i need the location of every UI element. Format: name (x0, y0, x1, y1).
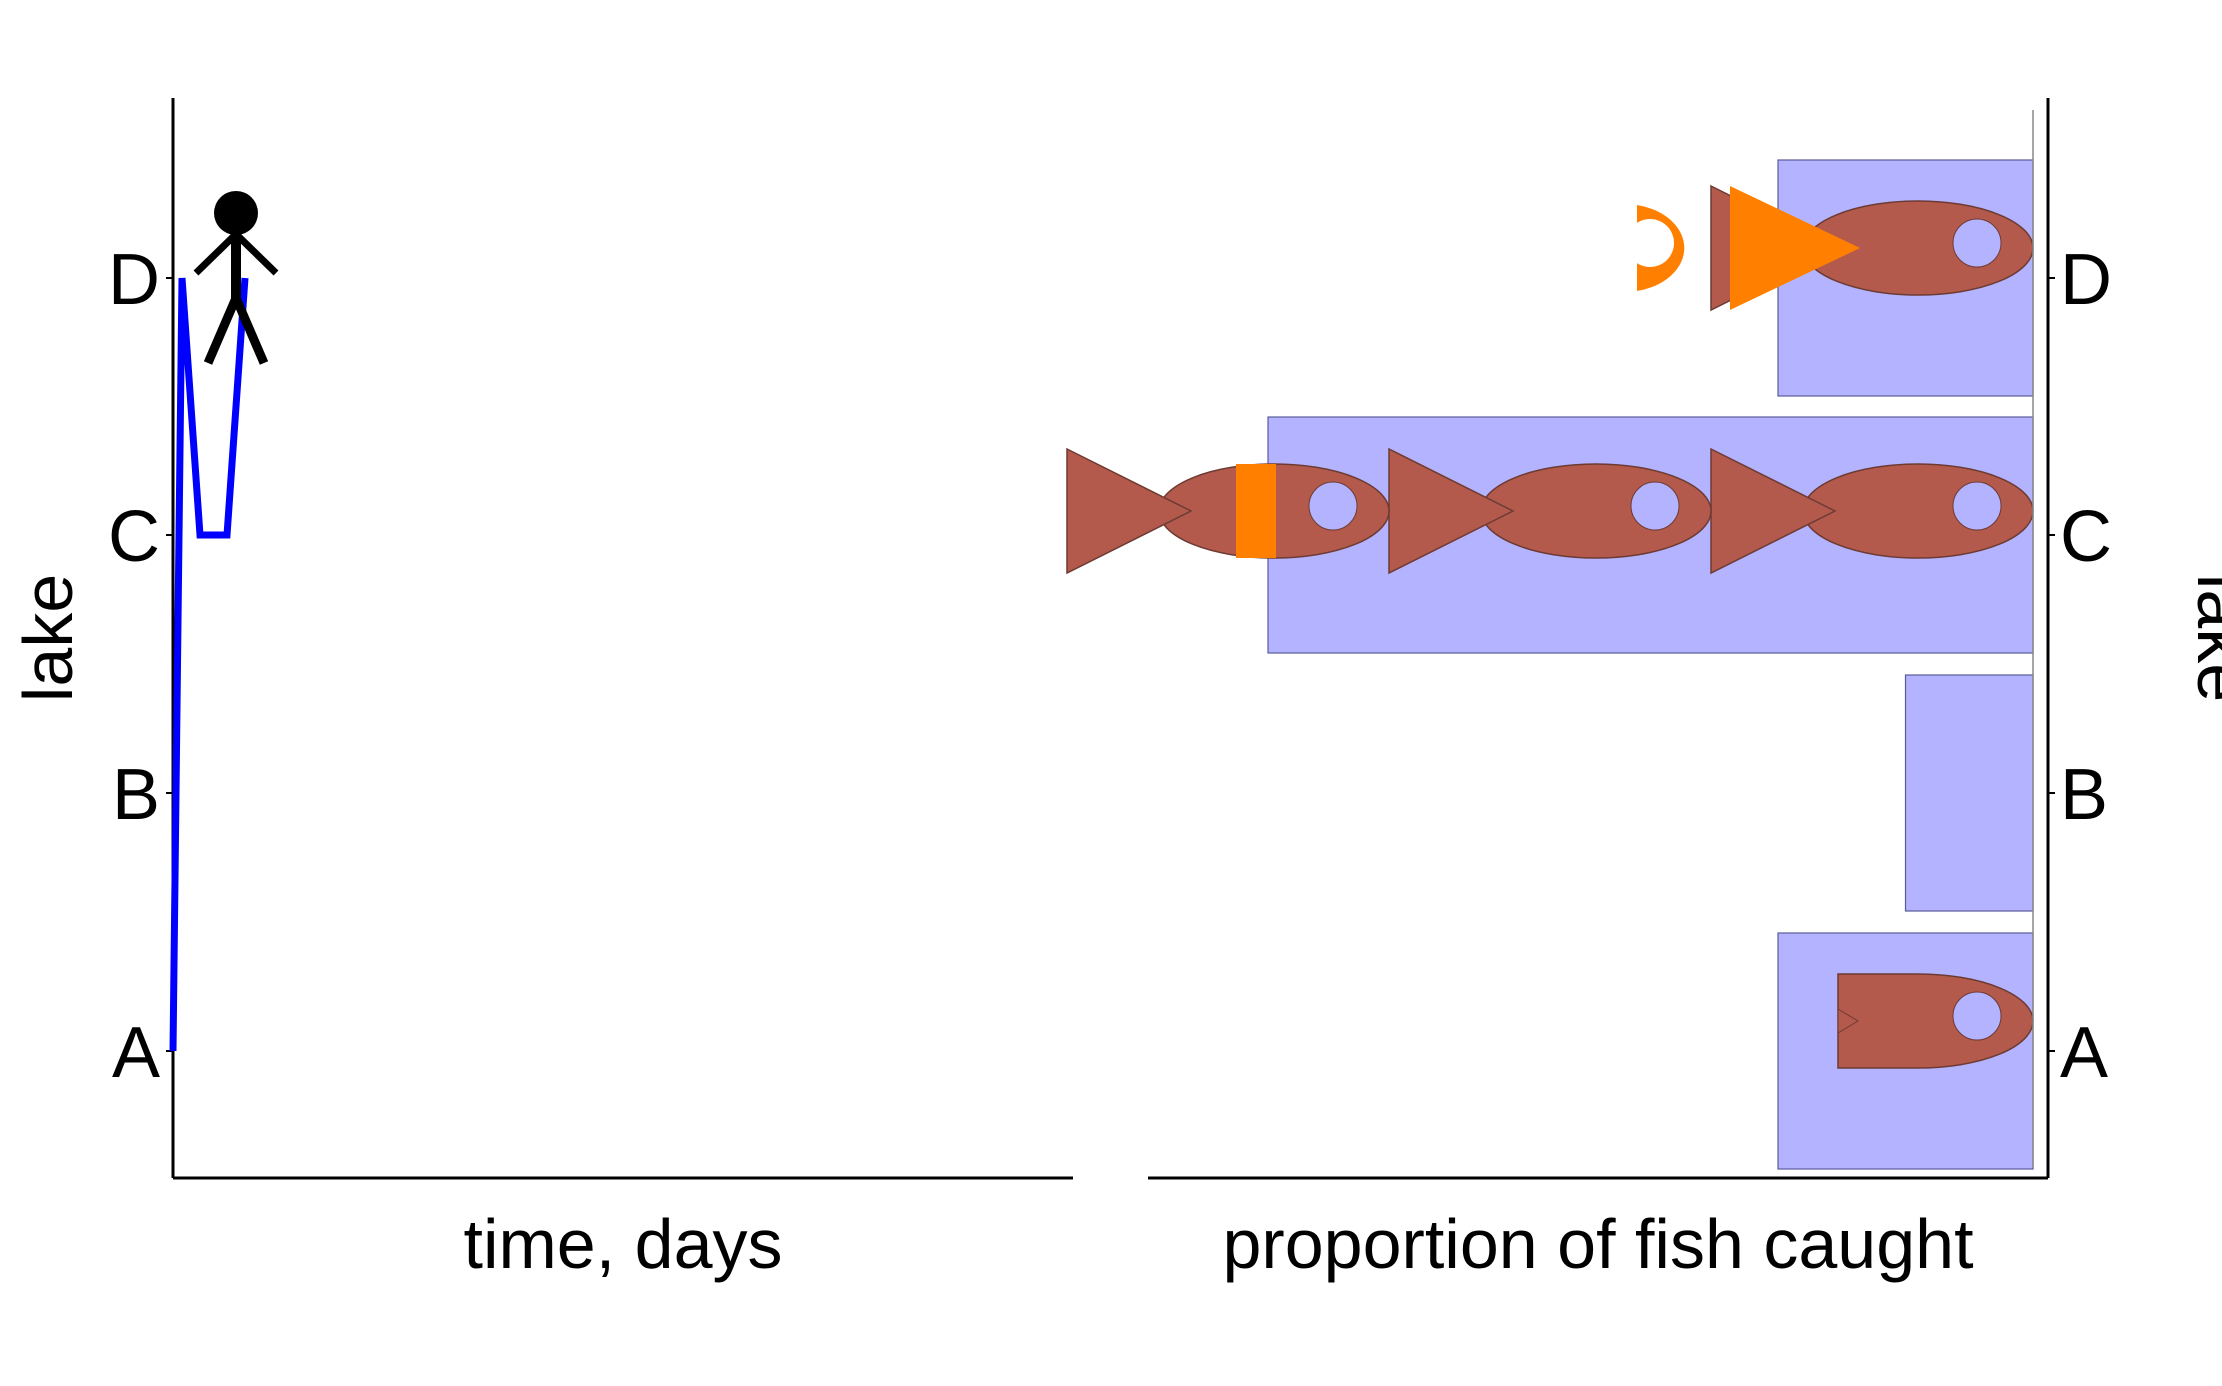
time-panel: A B C D time, days lake (9, 98, 1073, 1283)
person-head (214, 191, 258, 235)
left-x-axis-label: time, days (464, 1205, 783, 1283)
right-y-axis-label: lake (2183, 574, 2222, 702)
right-fish-group (1066, 184, 2034, 1069)
left-y-ticks (166, 277, 173, 1052)
right-y-ticks (2048, 277, 2055, 1052)
right-y-tick-label-a: A (2060, 1013, 2108, 1093)
person-arms (193, 229, 279, 276)
left-y-axis-label: lake (9, 574, 87, 702)
fish-icon (1837, 973, 2034, 1069)
proportion-panel: A B C D proportion of fish caught lake (1066, 98, 2222, 1283)
right-y-tick-labels: A B C D (2060, 240, 2112, 1093)
fish-overflow-icon (1626, 186, 1860, 310)
right-y-tick-label-b: B (2060, 755, 2108, 835)
left-series-group (169, 277, 249, 1052)
bar-b (1904, 674, 2034, 912)
person-icon (193, 191, 279, 365)
fish-overflow-icon (1236, 464, 1276, 558)
right-x-axis-label: proportion of fish caught (1222, 1205, 1973, 1283)
right-y-tick-label-d: D (2060, 240, 2112, 320)
right-y-tick-label-c: C (2060, 497, 2112, 577)
left-y-tick-label-b: B (112, 755, 160, 835)
left-y-tick-label-a: A (112, 1013, 160, 1093)
time-series-line-0 (169, 277, 249, 1052)
left-y-tick-label-c: C (108, 497, 160, 577)
person-legs (203, 286, 269, 365)
left-y-tick-label-d: D (108, 240, 160, 320)
person-body (231, 228, 241, 308)
left-y-tick-labels: A B C D (108, 240, 160, 1093)
fish-icon (1388, 447, 1712, 575)
